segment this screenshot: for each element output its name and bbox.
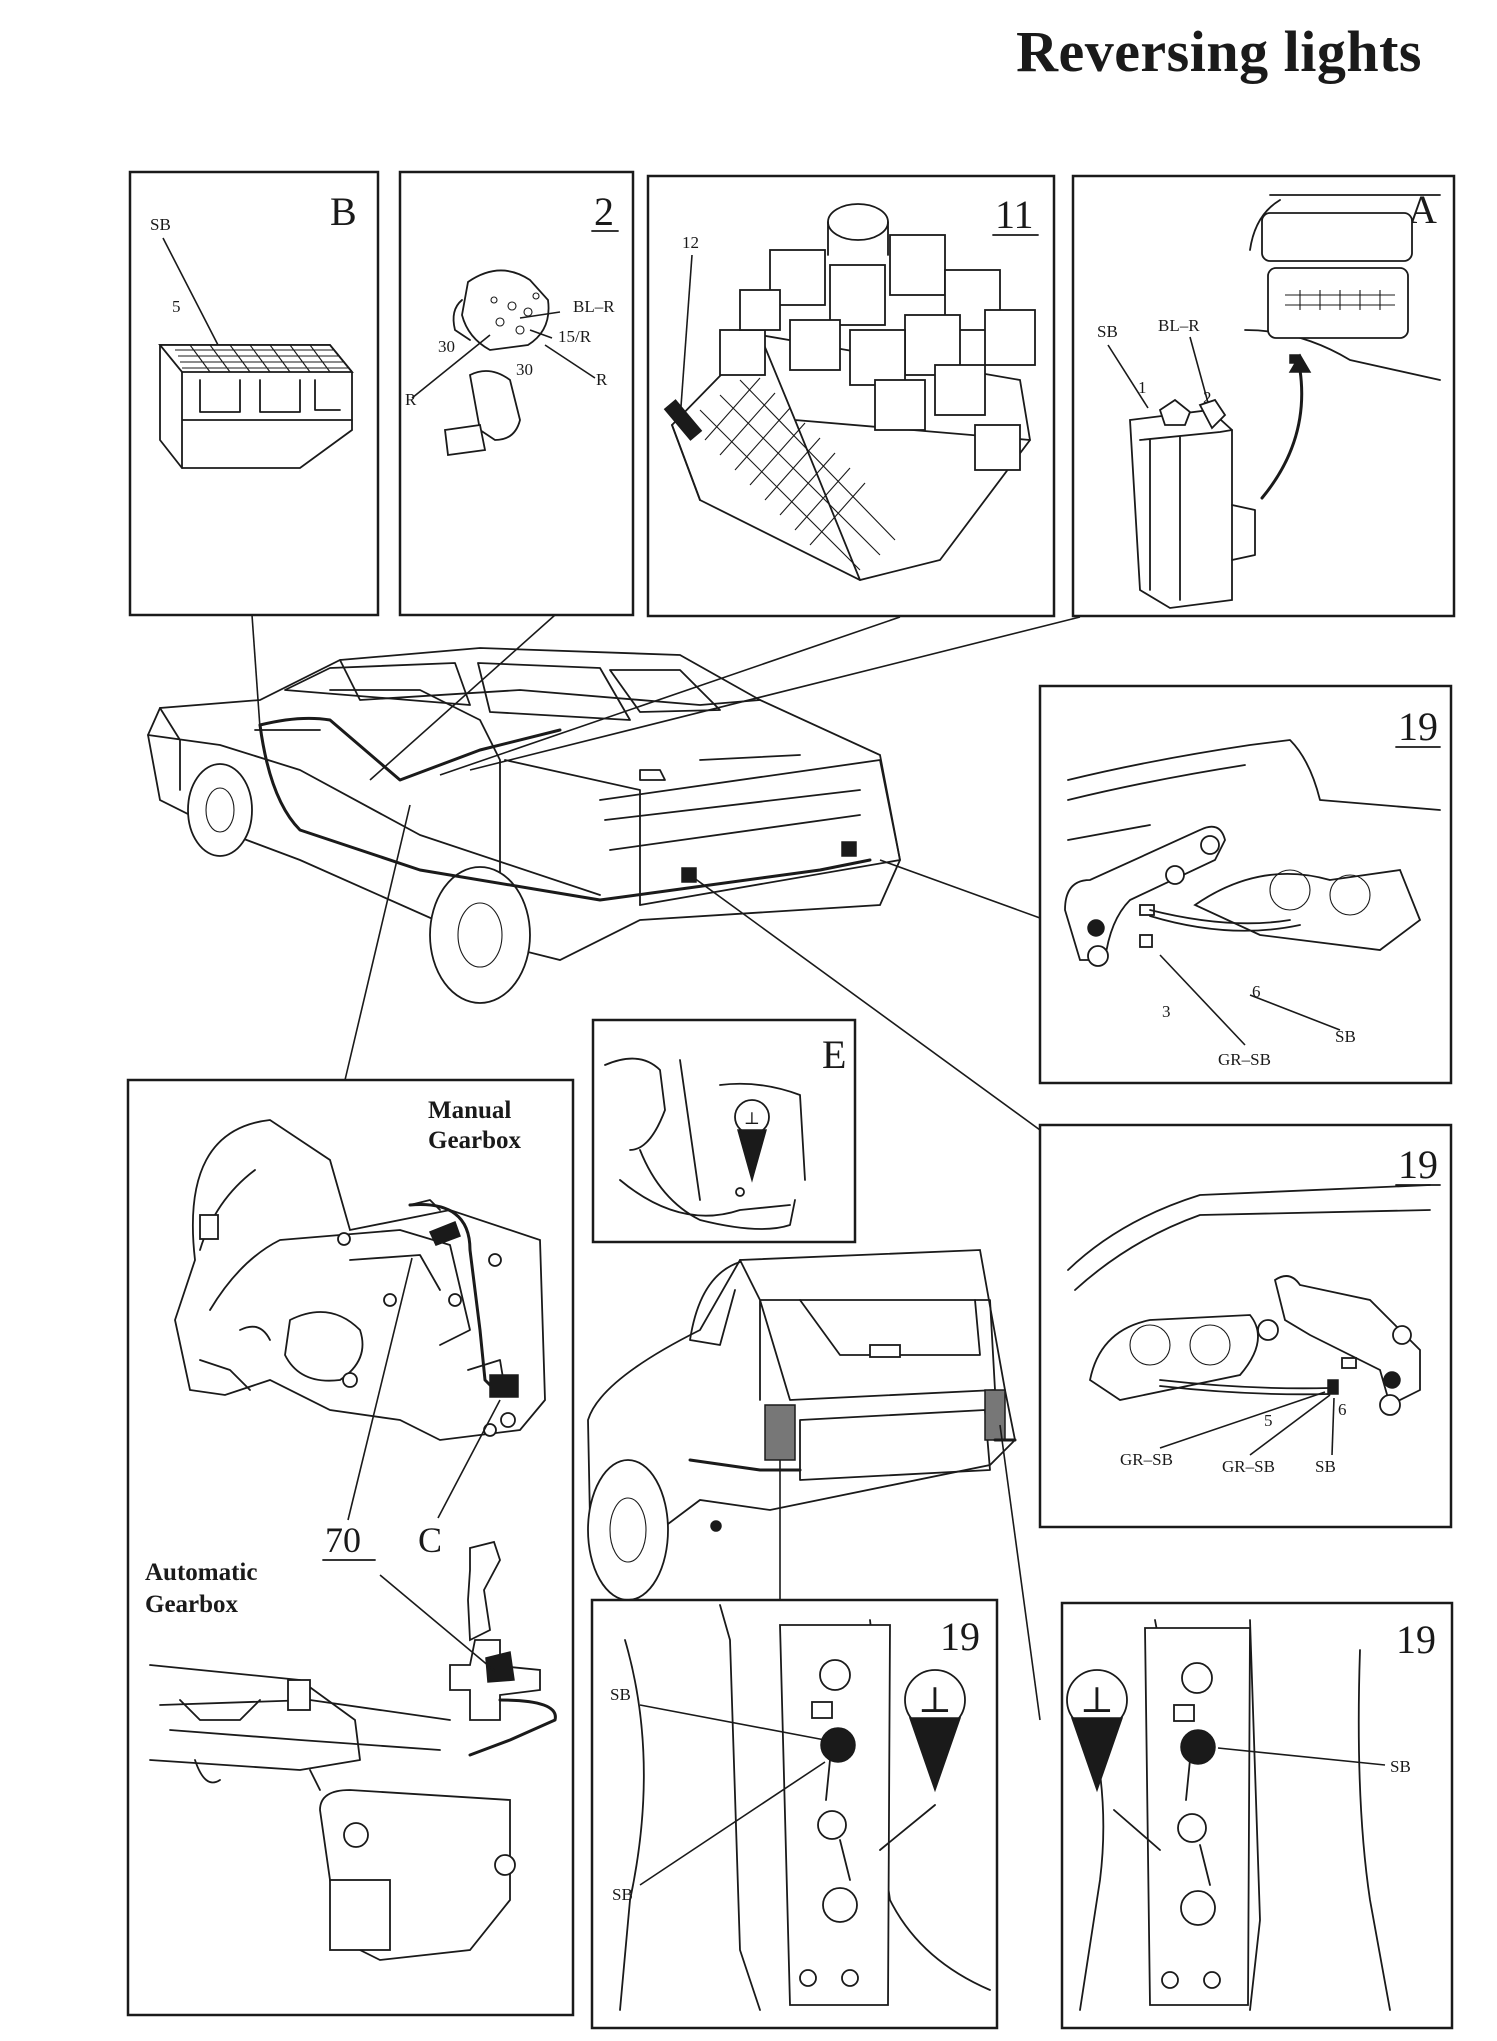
panel-b: B SB 5	[128, 170, 380, 617]
panel-2-id: 2	[594, 189, 614, 234]
panel-e-ground: ⊥	[744, 1109, 760, 1128]
panel-19b-wire-b: GR–SB	[1222, 1457, 1275, 1476]
panel-2-label-30b: 30	[516, 360, 533, 379]
gearbox-auto-line2: Gearbox	[145, 1591, 239, 1618]
gearbox-auto-line1: Automatic	[145, 1559, 257, 1586]
dashboard-icon	[1244, 194, 1441, 381]
panel-11-id: 11	[995, 192, 1034, 237]
panel-19c-wire2: SB	[612, 1885, 633, 1904]
panel-a-wire2: BL–R	[1158, 316, 1200, 335]
panel-19-b: 19 5 6 GR–SB GR–SB SB	[1038, 1123, 1453, 1529]
panel-19a-pin-b: 3	[1162, 1002, 1171, 1021]
panel-19-c: 19 ⊥ SB SB	[590, 1598, 999, 2030]
panel-b-id: B	[330, 189, 357, 234]
panel-19c-wire1: SB	[610, 1685, 631, 1704]
page-title: Reversing lights	[1016, 19, 1422, 84]
saloon-car	[147, 647, 901, 1004]
switch-connector-icon	[444, 269, 550, 457]
gearbox-manual-line2: Gearbox	[428, 1127, 522, 1154]
gearbox-manual-line1: Manual	[428, 1097, 511, 1124]
panel-2: 2 BL–R 15/R 30 30 R R	[398, 170, 635, 617]
panel-19c-ground: ⊥	[918, 1680, 952, 1720]
panel-11-pin-label: 12	[682, 233, 699, 252]
panel-2-label-r1: R	[596, 370, 608, 389]
bulb-holder-icon	[1064, 825, 1226, 961]
relay-block-icon	[663, 203, 1036, 581]
panel-11: 11 12	[646, 174, 1056, 618]
panel-19b-wire-a: GR–SB	[1120, 1450, 1173, 1469]
panel-b-pin-label: 5	[172, 297, 181, 316]
panel-a-wire1: SB	[1097, 322, 1118, 341]
panel-a-pin1: 1	[1138, 378, 1147, 397]
panel-e-id: E	[822, 1032, 846, 1077]
gearbox-panel: Manual Gearbox Automatic Gearbox 70 C	[126, 1078, 575, 2017]
panel-19d-ground: ⊥	[1080, 1680, 1114, 1720]
fuse-box-icon	[158, 344, 354, 469]
panel-19b-pin-b: 6	[1338, 1400, 1347, 1419]
panel-19a-wire-b: GR–SB	[1218, 1050, 1271, 1069]
panel-a: A SB BL–R 1 2	[1071, 174, 1456, 618]
gearbox-ref-70: 70	[325, 1520, 361, 1560]
panel-19a-wire-a: SB	[1335, 1027, 1356, 1046]
panel-2-label-15r: 15/R	[558, 327, 592, 346]
estate-car	[587, 1249, 1017, 1601]
arrow-icon	[1260, 368, 1304, 500]
panel-19a-id: 19	[1398, 704, 1438, 749]
gearbox-ref-c: C	[418, 1520, 442, 1560]
connector-leaders	[251, 614, 1081, 1721]
switch-connector-icon	[1129, 398, 1256, 609]
panel-19c-id: 19	[940, 1614, 980, 1659]
panel-19b-wire-c: SB	[1315, 1457, 1336, 1476]
panel-19d-id: 19	[1396, 1617, 1436, 1662]
panel-19-d: 19 ⊥ SB	[1060, 1601, 1454, 2030]
panel-19b-id: 19	[1398, 1142, 1438, 1187]
panel-19a-pin-a: 6	[1252, 982, 1261, 1001]
panel-e: E ⊥	[591, 1018, 857, 1244]
panel-19-a: 19 6 3 SB GR–SB	[1038, 684, 1453, 1085]
panel-2-label-blr: BL–R	[573, 297, 615, 316]
panel-b-wire-label: SB	[150, 215, 171, 234]
panel-2-label-r2: R	[405, 390, 417, 409]
panel-19d-wire1: SB	[1390, 1757, 1411, 1776]
panel-2-label-30a: 30	[438, 337, 455, 356]
bulb-holder-icon	[1273, 1275, 1421, 1407]
panel-19b-pin-a: 5	[1264, 1411, 1273, 1430]
